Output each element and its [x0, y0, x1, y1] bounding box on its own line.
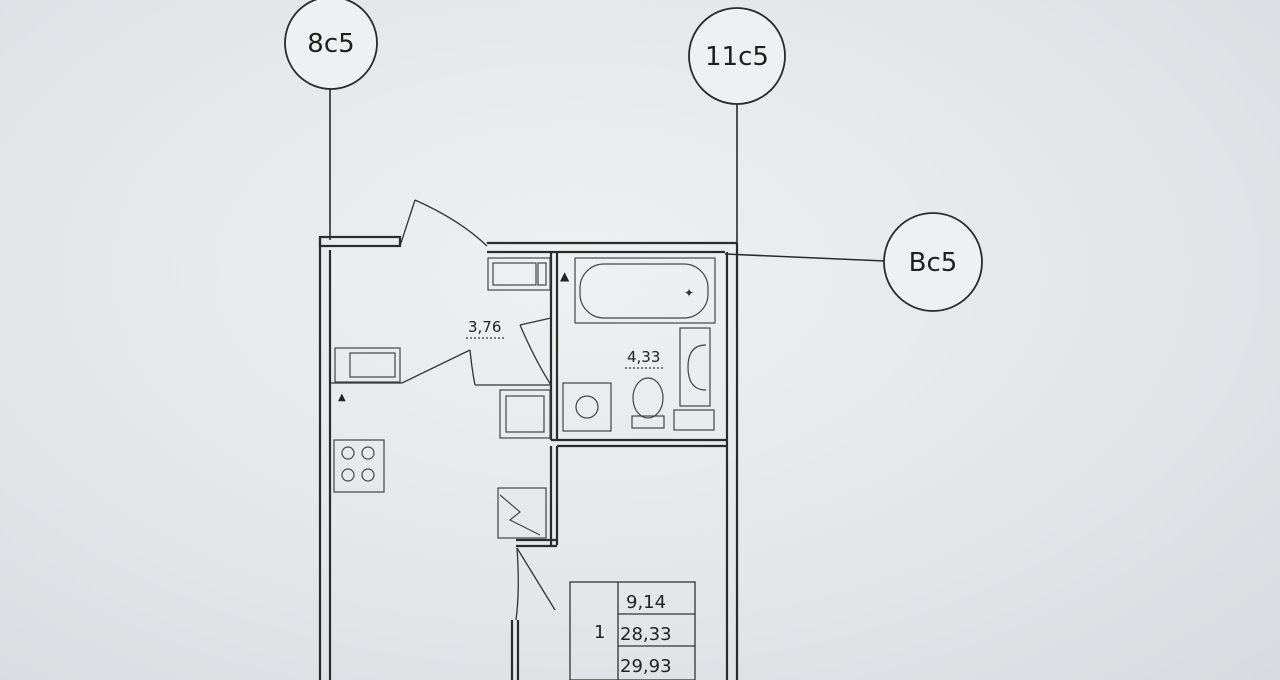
vent-marker-icon: ▲ — [560, 269, 570, 283]
radiator-top — [487, 257, 551, 291]
axis-bc5-label: Вс5 — [909, 248, 958, 278]
axis-11c5: 11с5 — [688, 7, 786, 250]
kitchen-sink-icon — [499, 389, 551, 439]
kitchen-door — [330, 349, 551, 386]
room-door — [515, 547, 556, 621]
washing-machine-icon — [562, 382, 612, 432]
washbasin-icon — [679, 327, 711, 407]
stove-icon — [333, 439, 385, 493]
radiator-kitchen — [334, 347, 401, 383]
vent-marker-kitchen-icon: ▲ — [338, 392, 346, 403]
axis-8c5-marker — [284, 0, 378, 90]
axis-11c5-marker — [688, 7, 786, 105]
bathtub-icon: ✦ — [574, 257, 716, 324]
axis-bc5-marker — [883, 212, 983, 312]
area-table: 1 9,14 28,33 29,93 — [569, 581, 696, 680]
axis-bc5: Вс5 — [724, 212, 983, 312]
svg-text:✦: ✦ — [684, 286, 694, 300]
toilet-icon — [631, 377, 665, 429]
table-total-area: 28,33 — [620, 624, 672, 645]
bathroom-area-label: 4,33 — [627, 348, 660, 366]
bathroom-cabinet-icon — [673, 409, 715, 431]
table-total-with-balcony: 29,93 — [620, 656, 672, 677]
axis-bc5-line — [724, 253, 886, 262]
axis-8c5-label: 8с5 — [307, 29, 354, 59]
ventilation-shaft-icon — [497, 487, 547, 539]
entrance-door — [399, 199, 488, 247]
hall-area-label: 3,76 — [468, 318, 501, 336]
table-living-area: 9,14 — [626, 592, 666, 613]
bathroom-door — [519, 317, 552, 386]
table-room-number: 1 — [594, 622, 605, 643]
walls — [318, 235, 739, 680]
axis-11c5-label: 11с5 — [705, 42, 769, 72]
axis-8c5: 8с5 — [284, 0, 378, 240]
